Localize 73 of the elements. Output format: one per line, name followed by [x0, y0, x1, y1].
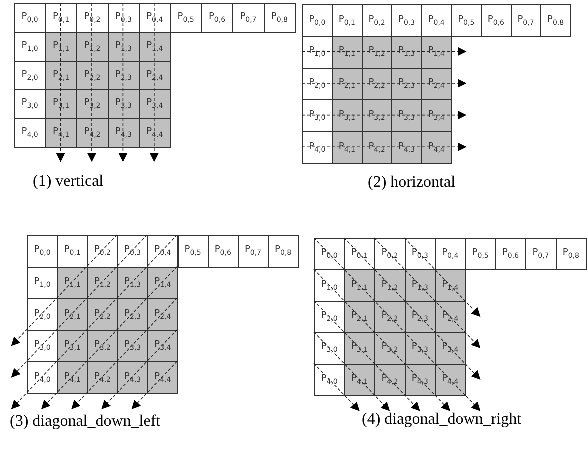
pixel-block: P$_{3,1}$ — [344, 332, 376, 365]
panel-caption: (2) horizontal — [368, 173, 456, 193]
pixel-block: P$_{4,2}$ — [76, 118, 109, 148]
pixel-block: P$_{0,6}$ — [201, 3, 234, 33]
pixel-block: P$_{0,5}$ — [170, 3, 202, 33]
pixel-block: P$_{2,4}$ — [421, 68, 452, 100]
pixel-block: P$_{0,6}$ — [480, 4, 512, 37]
pixel-block: P$_{1,3}$ — [404, 269, 436, 302]
pixel-block: P$_{1,1}$ — [332, 36, 363, 69]
pixel-block: P$_{3,3}$ — [108, 89, 140, 120]
pixel-block: P$_{3,4}$ — [421, 99, 452, 132]
pixel-block: P$_{3,1}$ — [45, 89, 78, 120]
pixel-block: P$_{3,4}$ — [138, 89, 171, 120]
pixel-block: P$_{0,7}$ — [525, 238, 557, 270]
pixel-block: P$_{4,2}$ — [362, 131, 392, 164]
pixel-block: P$_{4,0}$ — [14, 118, 46, 148]
pixel-block: P$_{1,4}$ — [421, 36, 452, 69]
pixel-block: P$_{1,2}$ — [374, 269, 406, 302]
pixel-block: P$_{1,3}$ — [108, 32, 140, 62]
pixel-block: P$_{0,8}$ — [268, 235, 299, 268]
pixel-block: P$_{2,1}$ — [332, 68, 363, 100]
pixel-block: P$_{2,2}$ — [87, 298, 118, 331]
pixel-block: P$_{0,8}$ — [556, 238, 587, 270]
pixel-block: P$_{1,1}$ — [344, 269, 376, 302]
panel-caption: (4) diagonal_down_right — [362, 410, 522, 430]
pixel-block: P$_{4,1}$ — [344, 364, 376, 396]
pixel-block: P$_{4,4}$ — [138, 118, 171, 148]
panel-caption: (3) diagonal_down_left — [10, 412, 161, 432]
pixel-block: P$_{0,7}$ — [238, 235, 269, 268]
pixel-block: P$_{0,0}$ — [27, 235, 58, 268]
pixel-block: P$_{0,6}$ — [495, 238, 526, 270]
pixel-block: P$_{3,2}$ — [76, 89, 109, 120]
pixel-block: P$_{4,3}$ — [404, 364, 436, 396]
pixel-block: P$_{2,3}$ — [117, 298, 148, 331]
pixel-block: P$_{4,0}$ — [314, 364, 346, 396]
panel-caption: (1) vertical — [33, 172, 104, 192]
pixel-block: P$_{4,3}$ — [117, 361, 148, 394]
pixel-block: P$_{4,2}$ — [374, 364, 406, 396]
pixel-block: P$_{4,2}$ — [87, 361, 118, 394]
pixel-block: P$_{0,5}$ — [451, 4, 482, 37]
pixel-block: P$_{0,5}$ — [465, 238, 496, 270]
pixel-block: P$_{3,1}$ — [332, 99, 363, 132]
pixel-block: P$_{2,3}$ — [108, 60, 140, 90]
pixel-block: P$_{0,6}$ — [208, 235, 239, 268]
pixel-block: P$_{0,8}$ — [264, 3, 296, 33]
pixel-block: P$_{4,4}$ — [147, 361, 178, 394]
pixel-block: P$_{3,4}$ — [147, 330, 178, 362]
pixel-block: P$_{4,3}$ — [108, 118, 140, 148]
pixel-block: P$_{0,0}$ — [14, 3, 46, 33]
pixel-block: P$_{0,7}$ — [510, 4, 542, 37]
pixel-block: P$_{4,0}$ — [302, 131, 333, 164]
pixel-block: P$_{1,4}$ — [434, 269, 466, 302]
pixel-block: P$_{4,0}$ — [27, 361, 58, 394]
pixel-block: P$_{4,4}$ — [421, 131, 452, 164]
pixel-block: P$_{3,2}$ — [374, 332, 406, 365]
pixel-block: P$_{4,4}$ — [434, 364, 466, 396]
pixel-block: P$_{4,1}$ — [45, 118, 78, 148]
pixel-block: P$_{2,1}$ — [45, 60, 78, 90]
pixel-block: P$_{0,0}$ — [302, 4, 333, 37]
pixel-block: P$_{3,3}$ — [404, 332, 436, 365]
pixel-block: P$_{4,1}$ — [332, 131, 363, 164]
pixel-block: P$_{0,8}$ — [540, 4, 572, 37]
pixel-block: P$_{1,2}$ — [76, 32, 109, 62]
pixel-block: P$_{2,1}$ — [57, 298, 88, 331]
pixel-block: P$_{1,4}$ — [147, 266, 178, 300]
pixel-block: P$_{1,4}$ — [138, 32, 171, 62]
pixel-block: P$_{0,5}$ — [178, 235, 209, 268]
pixel-block: P$_{0,7}$ — [232, 3, 265, 33]
pixel-block: P$_{0,0}$ — [314, 238, 346, 270]
pixel-block: P$_{4,1}$ — [57, 361, 88, 394]
pixel-block: P$_{0,4}$ — [147, 235, 178, 268]
pixel-block: P$_{2,4}$ — [147, 298, 178, 331]
pixel-block: P$_{1,1}$ — [45, 32, 78, 62]
